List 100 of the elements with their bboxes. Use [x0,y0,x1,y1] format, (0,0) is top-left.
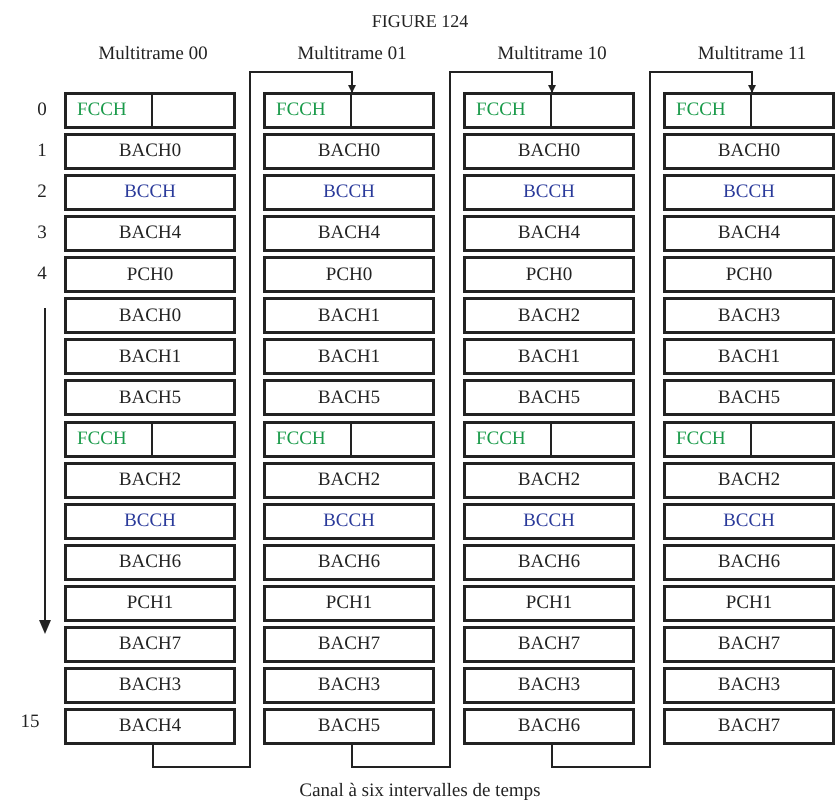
channel-label: BCCH [323,180,375,204]
slot-box [663,297,835,334]
row-number: 1 [36,139,48,163]
channel-label: BACH5 [318,386,380,410]
channel-label: BACH2 [318,468,380,492]
slot-box [64,584,236,622]
slot-box [463,502,635,540]
caption: Canal à six intervalles de temps [298,779,542,803]
slot-box [663,215,835,252]
slot-box [64,174,236,212]
slot-box [463,462,635,499]
channel-label: BCCH [723,508,775,533]
channel-label: BACH7 [718,632,780,656]
slot-box [263,379,435,416]
channel-label: PCH0 [326,262,372,287]
channel-label: PCH1 [126,591,174,616]
slot-box [263,462,435,499]
channel-label: BACH0 [318,139,380,164]
slot-box [463,256,635,294]
channel-label: BACH0 [718,139,780,164]
slot-box [64,297,236,334]
channel-label: BACH3 [118,673,182,698]
figure-title: FIGURE 124 [370,10,470,33]
channel-label: BACH6 [718,550,780,574]
slot-box [64,379,236,416]
channel-label: BACH4 [518,221,580,246]
channel-label: BACH2 [518,304,580,328]
channel-label: BACH0 [118,304,182,328]
channel-label: FCCH [676,426,726,451]
slot-box [64,462,236,499]
channel-label: FCCH [276,98,326,122]
slot-box [64,92,236,129]
channel-label: BACH0 [118,139,182,164]
column-heading: Multitrame 01 [296,42,408,66]
slot-box [263,708,435,746]
slot-box [463,133,635,170]
channel-label: BACH4 [318,221,380,246]
channel-label: BACH1 [718,344,780,369]
channel-label: BACH4 [118,714,182,738]
channel-label: BACH6 [118,550,182,574]
channel-label: BACH7 [718,714,780,738]
channel-label: FCCH [276,426,326,451]
channel-label: BACH5 [318,714,380,738]
slot-box [463,420,635,458]
slot-box [663,584,835,622]
slot-box [463,92,635,129]
slot-box [663,502,835,540]
channel-label: BACH1 [318,304,380,328]
channel-label: BACH7 [118,632,182,656]
slot-box [263,133,435,170]
slot-box [663,174,835,212]
slot-box [263,502,435,540]
channel-label: BACH6 [318,550,380,574]
channel-label: BACH3 [318,673,380,698]
slot-box [463,584,635,622]
slot-box [263,174,435,212]
slot-box [64,420,236,458]
slot-box [663,379,835,416]
slot-box [663,420,835,458]
slot-box [64,133,236,170]
channel-label: BACH5 [118,386,182,410]
channel-label: BCCH [323,508,375,533]
slot-box [64,708,236,746]
slot-box [663,92,835,129]
slot-box [263,297,435,334]
channel-label: BCCH [523,180,575,204]
slot-box [663,133,835,170]
row-number: 0 [36,98,48,122]
slot-box [463,338,635,376]
channel-label: BACH0 [518,139,580,164]
slot-box [463,379,635,416]
channel-label: BCCH [723,180,775,204]
channel-label: BACH6 [518,714,580,738]
slot-box [663,544,835,581]
channel-label: BACH3 [518,673,580,698]
channel-label: FCCH [476,426,526,451]
slot-box [463,544,635,581]
row-number: 3 [36,221,48,245]
slot-box [463,666,635,704]
channel-label: FCCH [676,98,726,122]
slot-box [263,215,435,252]
channel-label: BCCH [523,508,575,533]
connector-arrow [551,71,756,768]
slot-box [263,420,435,458]
slot-box [64,626,236,663]
channel-label: BACH1 [518,344,580,369]
channel-label: BACH3 [718,304,780,328]
channel-label: BACH5 [718,386,780,410]
row-number: 15 [20,710,40,734]
slot-box [64,338,236,376]
channel-label: BACH3 [718,673,780,698]
slot-box [463,215,635,252]
slot-box [663,708,835,746]
channel-label: BACH6 [518,550,580,574]
row-number: 2 [36,180,48,204]
channel-label: BACH7 [518,632,580,656]
channel-label: BCCH [124,508,176,533]
slot-box [663,256,835,294]
channel-label: BACH1 [118,344,182,369]
slot-box [463,708,635,746]
